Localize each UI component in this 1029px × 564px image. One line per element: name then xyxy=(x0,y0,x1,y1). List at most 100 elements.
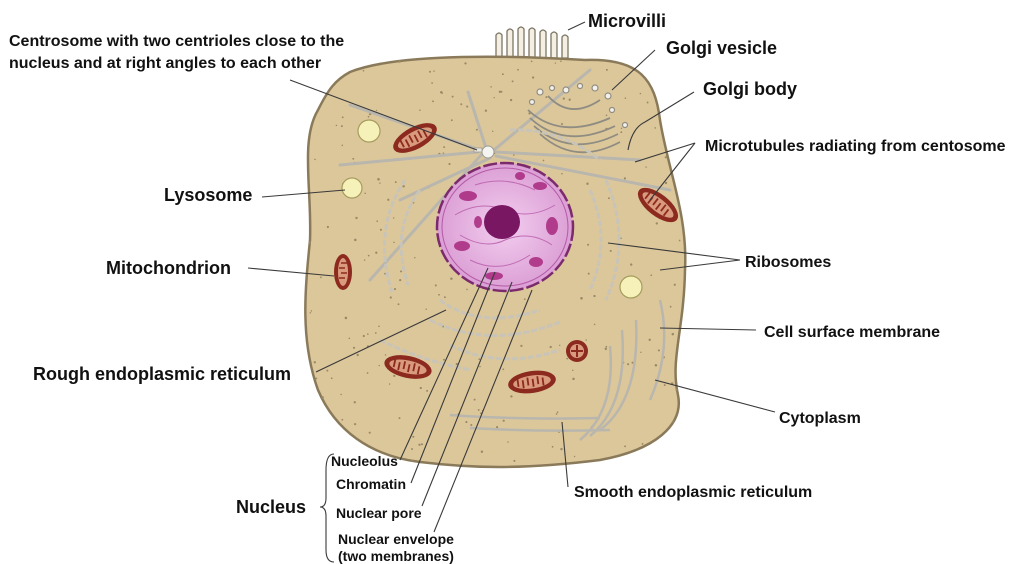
ribosome-dot xyxy=(363,70,365,72)
ribosome-dot xyxy=(378,325,380,327)
ribosome-dot xyxy=(510,99,512,101)
ribosome-dot xyxy=(627,363,629,365)
ribosome-dot xyxy=(394,288,396,290)
label-smooth-er: Smooth endoplasmic reticulum xyxy=(574,484,812,501)
ribosome-dot xyxy=(655,364,658,367)
ribosome-dot xyxy=(574,456,575,457)
ribosome-dot xyxy=(654,127,656,129)
ribosome-dot xyxy=(494,97,495,98)
label-cytoplasm: Cytoplasm xyxy=(779,410,861,427)
ribosome-dot xyxy=(513,460,515,462)
ribosome-dot xyxy=(561,173,563,175)
ribosome-dot xyxy=(594,324,596,326)
ribosome-dot xyxy=(367,372,369,374)
ribosome-dot xyxy=(605,346,607,348)
label-nuclear-envelope-2: (two membranes) xyxy=(338,548,454,564)
ribosome-dot xyxy=(620,131,622,133)
ribosome-dot xyxy=(363,335,365,337)
ribosome-dot xyxy=(367,333,369,335)
ribosome-dot xyxy=(387,199,389,201)
ribosome-dot xyxy=(353,347,355,349)
ribosome-dot xyxy=(368,255,370,257)
ribosome-dot xyxy=(466,289,468,291)
ribosome-dot xyxy=(375,252,377,254)
ribosome-dot xyxy=(543,160,545,162)
ribosome-dot xyxy=(492,131,493,132)
ribosome-dot xyxy=(432,100,434,102)
ribosome-dot xyxy=(647,102,649,104)
ribosome-dot xyxy=(478,409,480,411)
ribosome-dot xyxy=(400,270,402,272)
label-ribosomes: Ribosomes xyxy=(745,254,831,271)
ribosome-dot xyxy=(648,339,650,341)
label-golgi-vesicle: Golgi vesicle xyxy=(666,38,777,58)
ribosome-dot xyxy=(336,125,338,127)
ribosome-dot xyxy=(658,349,660,351)
ribosome-dot xyxy=(341,419,343,421)
ribosome-dot xyxy=(569,99,571,101)
ribosome-dot xyxy=(379,182,380,183)
ribosome-dot xyxy=(674,284,676,286)
ribosome-dot xyxy=(503,420,505,422)
ribosome-dot xyxy=(630,263,632,265)
ribosome-dot xyxy=(664,384,666,386)
ribosome-dot xyxy=(419,109,421,111)
label-cell-surface-membrane: Cell surface membrane xyxy=(764,324,940,341)
label-mitochondrion: Mitochondrion xyxy=(106,258,231,278)
ribosome-dot xyxy=(426,390,428,392)
ribosome-dot xyxy=(431,82,433,84)
ribosome-dot xyxy=(524,298,526,300)
ribosome-dot xyxy=(443,359,445,361)
ribosome-dot xyxy=(593,295,595,297)
ribosome-dot xyxy=(420,387,422,389)
ribosome-dot xyxy=(369,432,371,434)
ribosome-dot xyxy=(429,71,431,73)
ribosome-dot xyxy=(557,411,559,413)
ribosome-dot xyxy=(572,378,575,381)
ribosome-dot xyxy=(348,337,350,339)
label-lysosome: Lysosome xyxy=(164,185,252,205)
ribosome-dot xyxy=(342,145,344,147)
label-nucleolus: Nucleolus xyxy=(331,453,398,469)
ribosome-dot xyxy=(380,229,382,231)
ribosome-dot xyxy=(321,396,324,399)
ribosome-dot xyxy=(606,69,608,71)
ribosome-dot xyxy=(465,421,467,423)
ribosome-dot xyxy=(414,257,415,258)
ribosome-dot xyxy=(355,217,357,219)
ribosome-dot xyxy=(340,394,341,395)
ribosome-dot xyxy=(376,220,378,222)
ribosome-dot xyxy=(464,62,466,64)
ribosome-dot xyxy=(327,226,329,228)
ribosome-dot xyxy=(352,158,354,160)
ribosome-dot xyxy=(466,106,468,108)
ribosome-dot xyxy=(354,423,356,425)
ribosome-dot xyxy=(393,217,394,218)
ribosome-dot xyxy=(448,163,450,165)
ribosome-dot xyxy=(331,377,333,379)
label-nuclear-envelope-1: Nuclear envelope xyxy=(338,531,454,547)
ribosome-dot xyxy=(552,446,554,448)
label-nucleus: Nucleus xyxy=(236,497,306,517)
ribosome-dot xyxy=(587,244,589,246)
ribosome-dot xyxy=(645,166,646,167)
ribosome-dot xyxy=(580,297,583,300)
ribosome-dot xyxy=(435,284,437,286)
ribosome-dot xyxy=(433,70,434,71)
ribosome-dot xyxy=(520,345,522,347)
ribosome-dot xyxy=(376,110,377,111)
ribosome-dot xyxy=(608,197,610,199)
ribosome-dot xyxy=(476,129,478,131)
ribosome-dot xyxy=(679,240,681,242)
ribosome-dot xyxy=(620,238,622,240)
ribosome-dot xyxy=(326,370,328,372)
ribosome-dot xyxy=(490,86,492,88)
ribosome-dot xyxy=(425,309,426,310)
label-centrosome-2: nucleus and at right angles to each othe… xyxy=(9,55,321,72)
microvilli xyxy=(496,27,568,58)
ribosome-dot xyxy=(507,441,509,443)
ribosome-dot xyxy=(342,116,344,118)
ribosome-dot xyxy=(502,368,504,370)
ribosome-dot xyxy=(460,103,462,105)
ribosome-dot xyxy=(510,395,512,397)
